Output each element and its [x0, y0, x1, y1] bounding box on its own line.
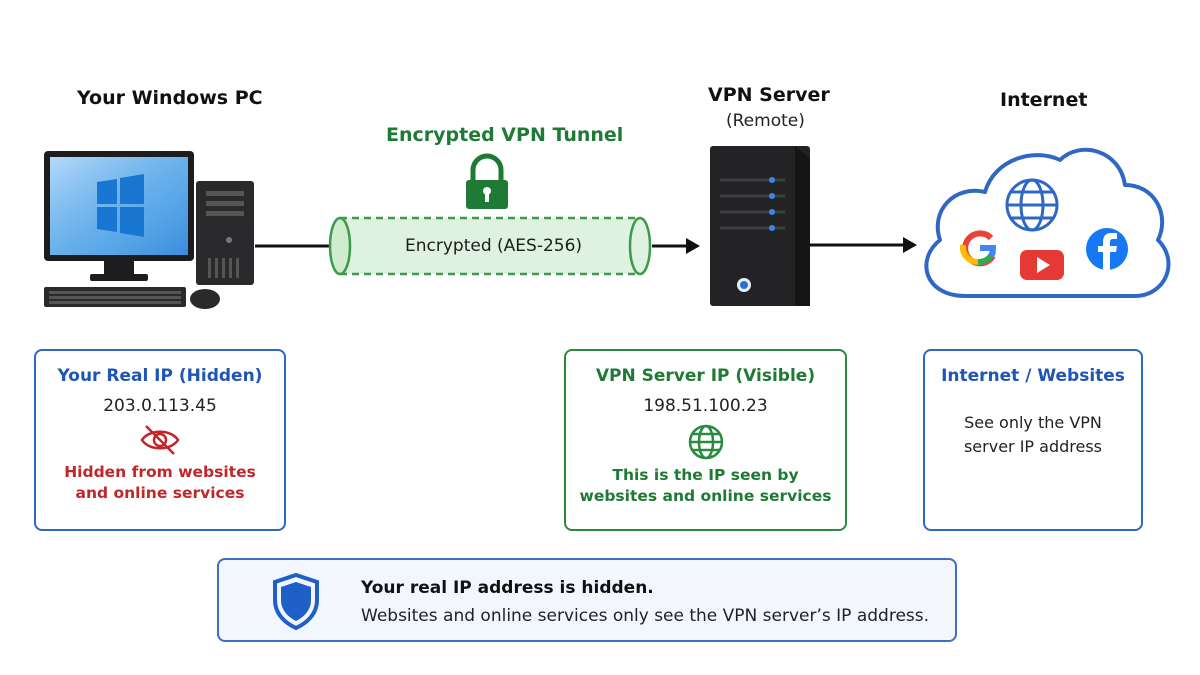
google-icon: [959, 230, 996, 267]
server-ip-value: 198.51.100.23: [643, 396, 768, 416]
real-ip-title: Your Real IP (Hidden): [57, 366, 263, 386]
pc-tower-icon: [196, 181, 254, 285]
websites-title: Internet / Websites: [941, 366, 1125, 386]
tunnel-heading: Encrypted VPN Tunnel: [386, 124, 624, 146]
real-ip-value: 203.0.113.45: [103, 396, 217, 416]
banner-title: Your real IP address is hidden.: [361, 578, 654, 598]
real-ip-note-line2: and online services: [75, 484, 245, 502]
keyboard-icon: [44, 287, 186, 307]
banner-text: Websites and online services only see th…: [361, 606, 930, 626]
tunnel-label: Encrypted (AES-256): [405, 236, 583, 256]
websites-card: Internet / Websites See only the VPN ser…: [923, 349, 1143, 531]
server-subtitle: (Remote): [726, 111, 805, 131]
mouse-icon: [190, 289, 220, 309]
server-ip-card: VPN Server IP (Visible) 198.51.100.23 Th…: [564, 349, 847, 531]
server-ip-note-line1: This is the IP seen by: [612, 466, 799, 484]
real-ip-card: Your Real IP (Hidden) 203.0.113.45 Hidde…: [34, 349, 286, 531]
windows-logo-icon: [97, 174, 144, 237]
server-ip-title: VPN Server IP (Visible): [595, 366, 816, 386]
vpn-tunnel: [328, 216, 652, 276]
network-diagram: [44, 146, 1171, 309]
server-ip-note-line2: websites and online services: [579, 487, 832, 505]
internet-heading: Internet: [1000, 89, 1088, 111]
shield-icon: [273, 572, 319, 630]
server-heading: VPN Server: [708, 84, 830, 106]
eye-off-icon: [140, 425, 180, 455]
globe-icon: [688, 424, 723, 460]
monitor-icon: [44, 151, 194, 281]
youtube-icon: [1020, 250, 1064, 280]
websites-note-line1: See only the VPN: [964, 413, 1102, 432]
facebook-icon: [1086, 228, 1128, 270]
server-icon: [710, 146, 810, 306]
lock-icon: [466, 153, 508, 209]
globe-icon: [1005, 178, 1059, 232]
info-banner: Your real IP address is hidden. Websites…: [217, 558, 957, 642]
websites-note-line2: server IP address: [963, 437, 1103, 456]
pc-heading: Your Windows PC: [77, 87, 263, 109]
real-ip-note-line1: Hidden from websites: [64, 463, 256, 481]
